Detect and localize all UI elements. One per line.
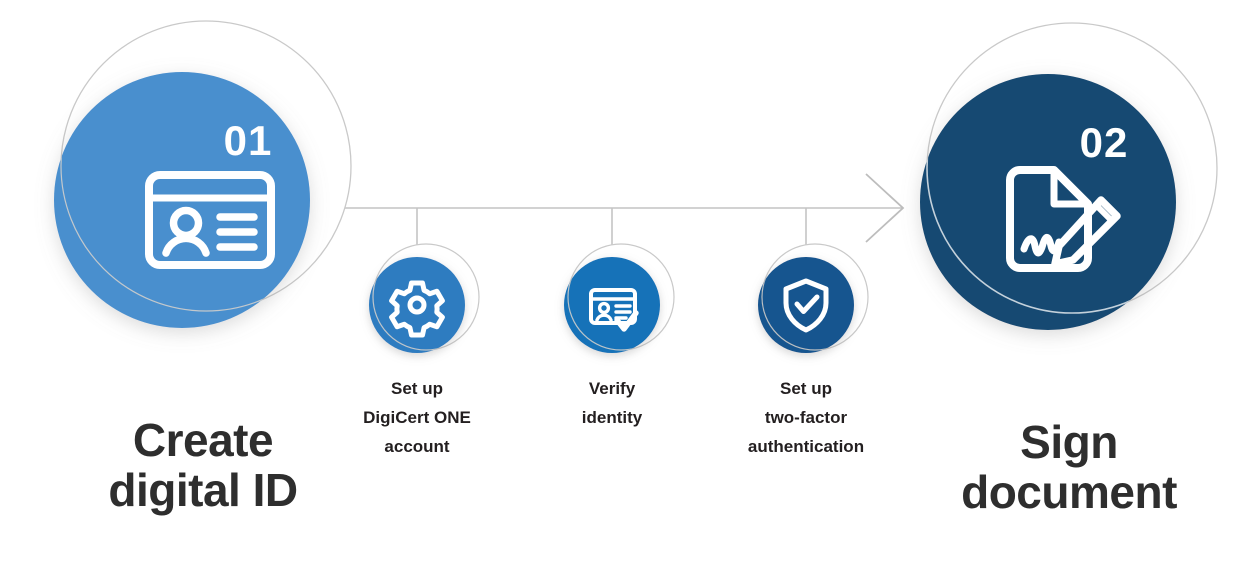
- step-verify-identity[interactable]: Verify identity: [564, 243, 675, 427]
- step-1-inner-crescent: [372, 257, 465, 351]
- stage-create-digital-id[interactable]: 01 Create digital ID: [54, 20, 352, 516]
- step-3-inner-crescent: [761, 257, 854, 351]
- shield-check-icon: [783, 278, 829, 333]
- id-card-icon: [145, 171, 275, 269]
- step-2-inner-crescent: [567, 257, 660, 351]
- process-flow-arrow: [341, 173, 905, 262]
- stage-sign-document[interactable]: 02 Sign document: [920, 22, 1218, 518]
- stage-2-disc: [920, 74, 1176, 330]
- stage-1-inner-crescent: [60, 72, 310, 312]
- step-1-label-line2: DigiCert ONE: [363, 408, 471, 427]
- gear-icon: [389, 280, 445, 338]
- step-1-label-line3: account: [384, 437, 450, 456]
- step-2-disc: [564, 257, 660, 353]
- stage-2-number: 02: [1080, 119, 1129, 166]
- stage-1-title-line1: Create: [133, 414, 273, 466]
- step-1-disc: [369, 257, 465, 353]
- arrow-head-icon: [865, 173, 905, 243]
- step-3-label-line1: Set up: [780, 379, 832, 398]
- step-setup-digicert-one-account[interactable]: Set up DigiCert ONE account: [363, 243, 480, 456]
- step-2-label-line1: Verify: [589, 379, 636, 398]
- pencil-icon: [1051, 196, 1121, 268]
- stage-2-inner-crescent: [926, 74, 1176, 314]
- stage-2-title-line1: Sign: [1020, 416, 1118, 468]
- stage-1-number: 01: [224, 117, 273, 164]
- step-3-label-line3: authentication: [748, 437, 864, 456]
- step-setup-two-factor-authentication[interactable]: Set up two-factor authentication: [748, 243, 869, 456]
- step-3-label-line2: two-factor: [765, 408, 848, 427]
- stage-1-title-line2: digital ID: [108, 464, 297, 516]
- document-sign-icon: [1006, 166, 1121, 272]
- step-1-label-line1: Set up: [391, 379, 443, 398]
- stage-2-title-line2: document: [961, 466, 1177, 518]
- id-card-check-icon: [589, 288, 639, 332]
- step-3-disc: [758, 257, 854, 353]
- step-2-label-line2: identity: [582, 408, 643, 427]
